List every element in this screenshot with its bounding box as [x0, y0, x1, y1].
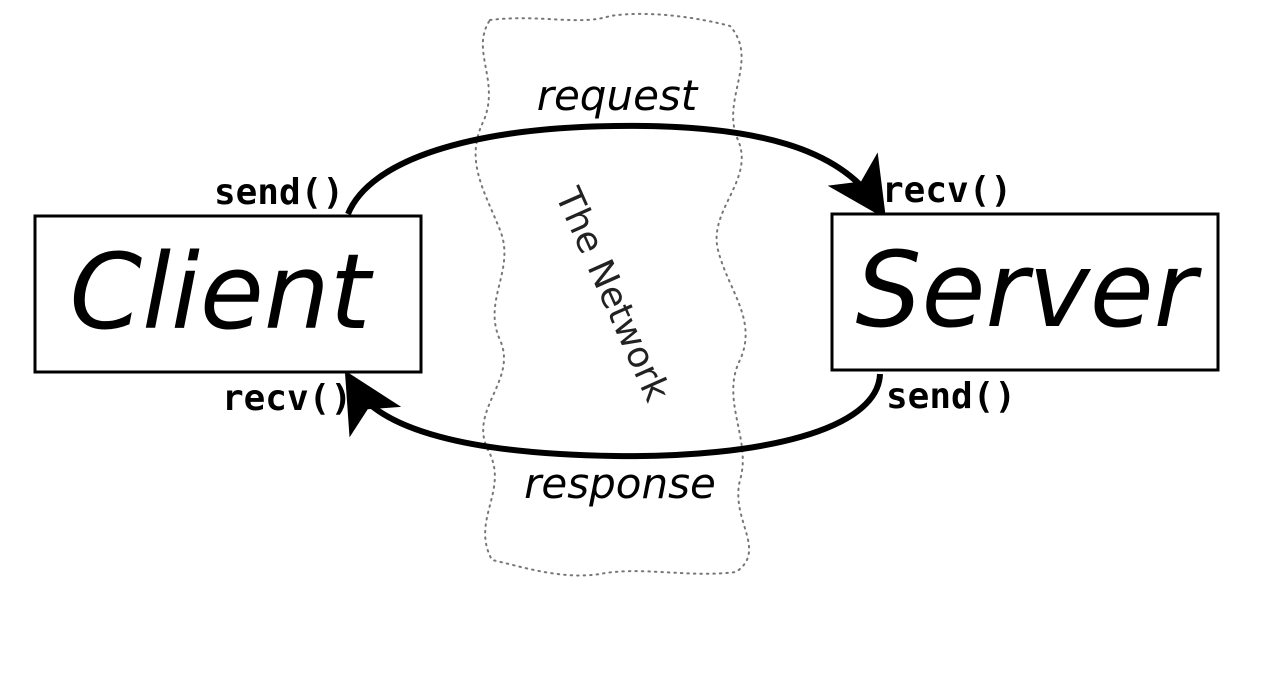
client-recv-label: recv(): [222, 378, 352, 419]
request-arrow: [345, 122, 886, 219]
response-arrow: [344, 370, 883, 460]
request-label: request: [537, 71, 699, 120]
response-label: response: [524, 459, 716, 508]
server-node: Server: [830, 212, 1220, 372]
client-node: Client: [33, 214, 423, 374]
client-box: [33, 214, 423, 374]
network-cloud: [474, 12, 751, 577]
server-send-label: send(): [886, 376, 1016, 417]
server-label: Server: [855, 229, 1202, 351]
client-send-label: send(): [214, 172, 344, 213]
server-box: [830, 212, 1220, 372]
client-label: Client: [69, 231, 373, 353]
server-recv-label: recv(): [882, 170, 1012, 211]
network-label: The Network: [546, 181, 677, 408]
